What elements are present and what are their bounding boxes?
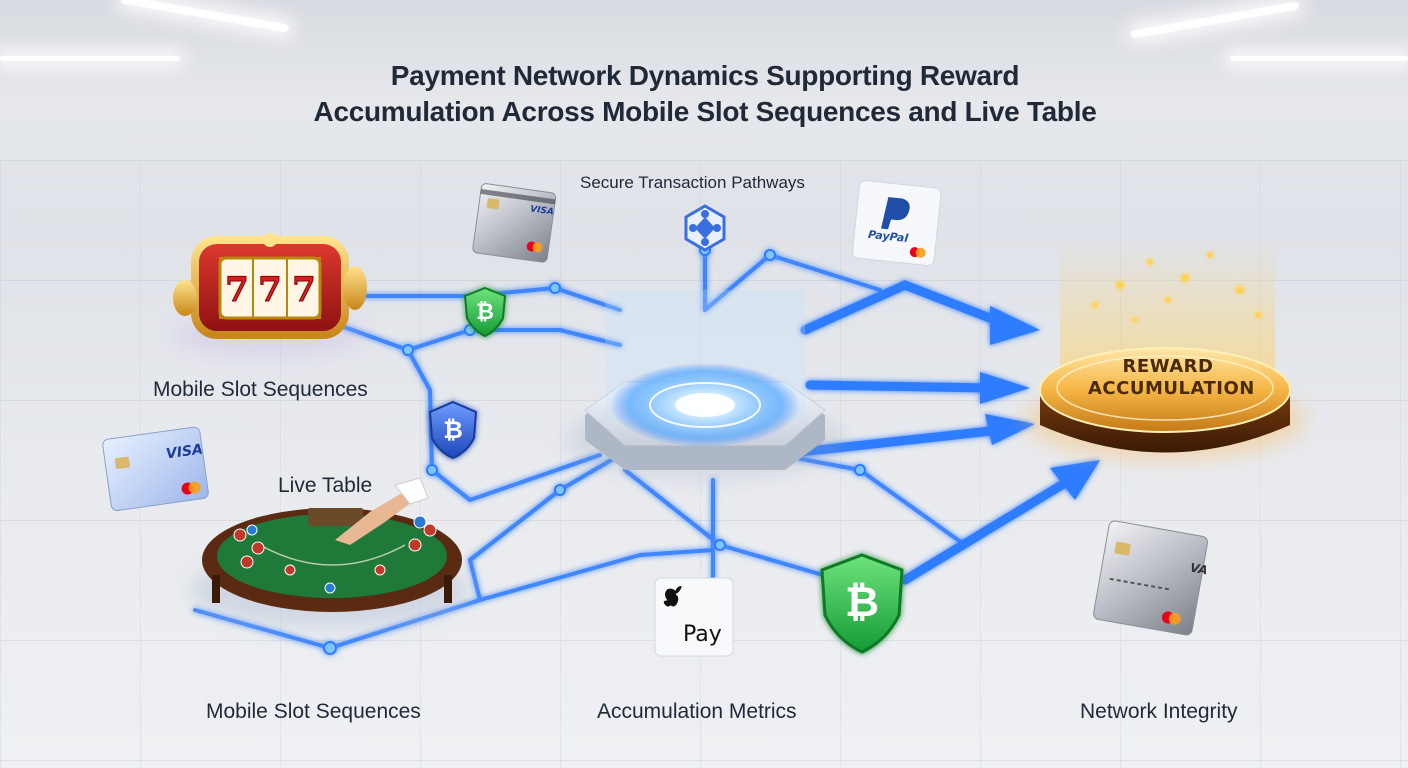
svg-text:₿: ₿ [845, 577, 879, 626]
label-mobile-slot-bottom: Mobile Slot Sequences [206, 700, 421, 724]
arrow-middle [810, 385, 990, 388]
slot-reel-1: 7 [225, 270, 249, 310]
reward-line-2: ACCUMULATION [1088, 378, 1248, 400]
line-table-to-hub [470, 455, 620, 560]
bitcoin-shield-icon: ₿ [430, 402, 476, 458]
svg-text:₿: ₿ [476, 300, 494, 325]
node [403, 345, 413, 355]
arrowhead-upper [990, 306, 1040, 345]
reward-platform-icon [1025, 240, 1305, 460]
apple-pay-logo: Pay [683, 622, 722, 647]
node [324, 642, 336, 654]
reward-line-1: REWARD [1088, 356, 1248, 378]
label-network-integrity: Network Integrity [1080, 700, 1238, 724]
reward-accumulation-label: REWARD ACCUMULATION [1088, 356, 1248, 400]
label-accumulation-metrics: Accumulation Metrics [597, 700, 797, 724]
credit-card-icon [102, 426, 209, 511]
arrow-upper [805, 285, 1000, 330]
label-live-table: Live Table [278, 474, 372, 498]
label-mobile-slot-top: Mobile Slot Sequences [153, 378, 368, 402]
node [765, 250, 775, 260]
svg-text:₿: ₿ [443, 416, 463, 444]
paypal-card-icon [852, 180, 942, 266]
bitcoin-shield-icon: ₿ [822, 555, 902, 652]
slot-reels: 7 7 7 [225, 270, 316, 310]
node [550, 283, 560, 293]
arrowhead-bottom [1050, 460, 1100, 500]
arrow-bottom [905, 480, 1070, 580]
slot-reel-3: 7 [292, 270, 316, 310]
slot-reel-2: 7 [258, 270, 282, 310]
node [555, 485, 565, 495]
central-hub [565, 290, 845, 480]
hexagon-node-icon [686, 206, 724, 250]
label-secure-pathways: Secure Transaction Pathways [580, 173, 805, 193]
arrowhead-middle [980, 372, 1030, 404]
credit-card-icon [472, 183, 556, 263]
card-logo-right: VA [1189, 561, 1209, 578]
node [855, 465, 865, 475]
line-hub-down-right [780, 455, 965, 545]
credit-card-icon [1093, 520, 1209, 636]
node [427, 465, 437, 475]
gaming-table-icon [190, 478, 470, 628]
node [715, 540, 725, 550]
